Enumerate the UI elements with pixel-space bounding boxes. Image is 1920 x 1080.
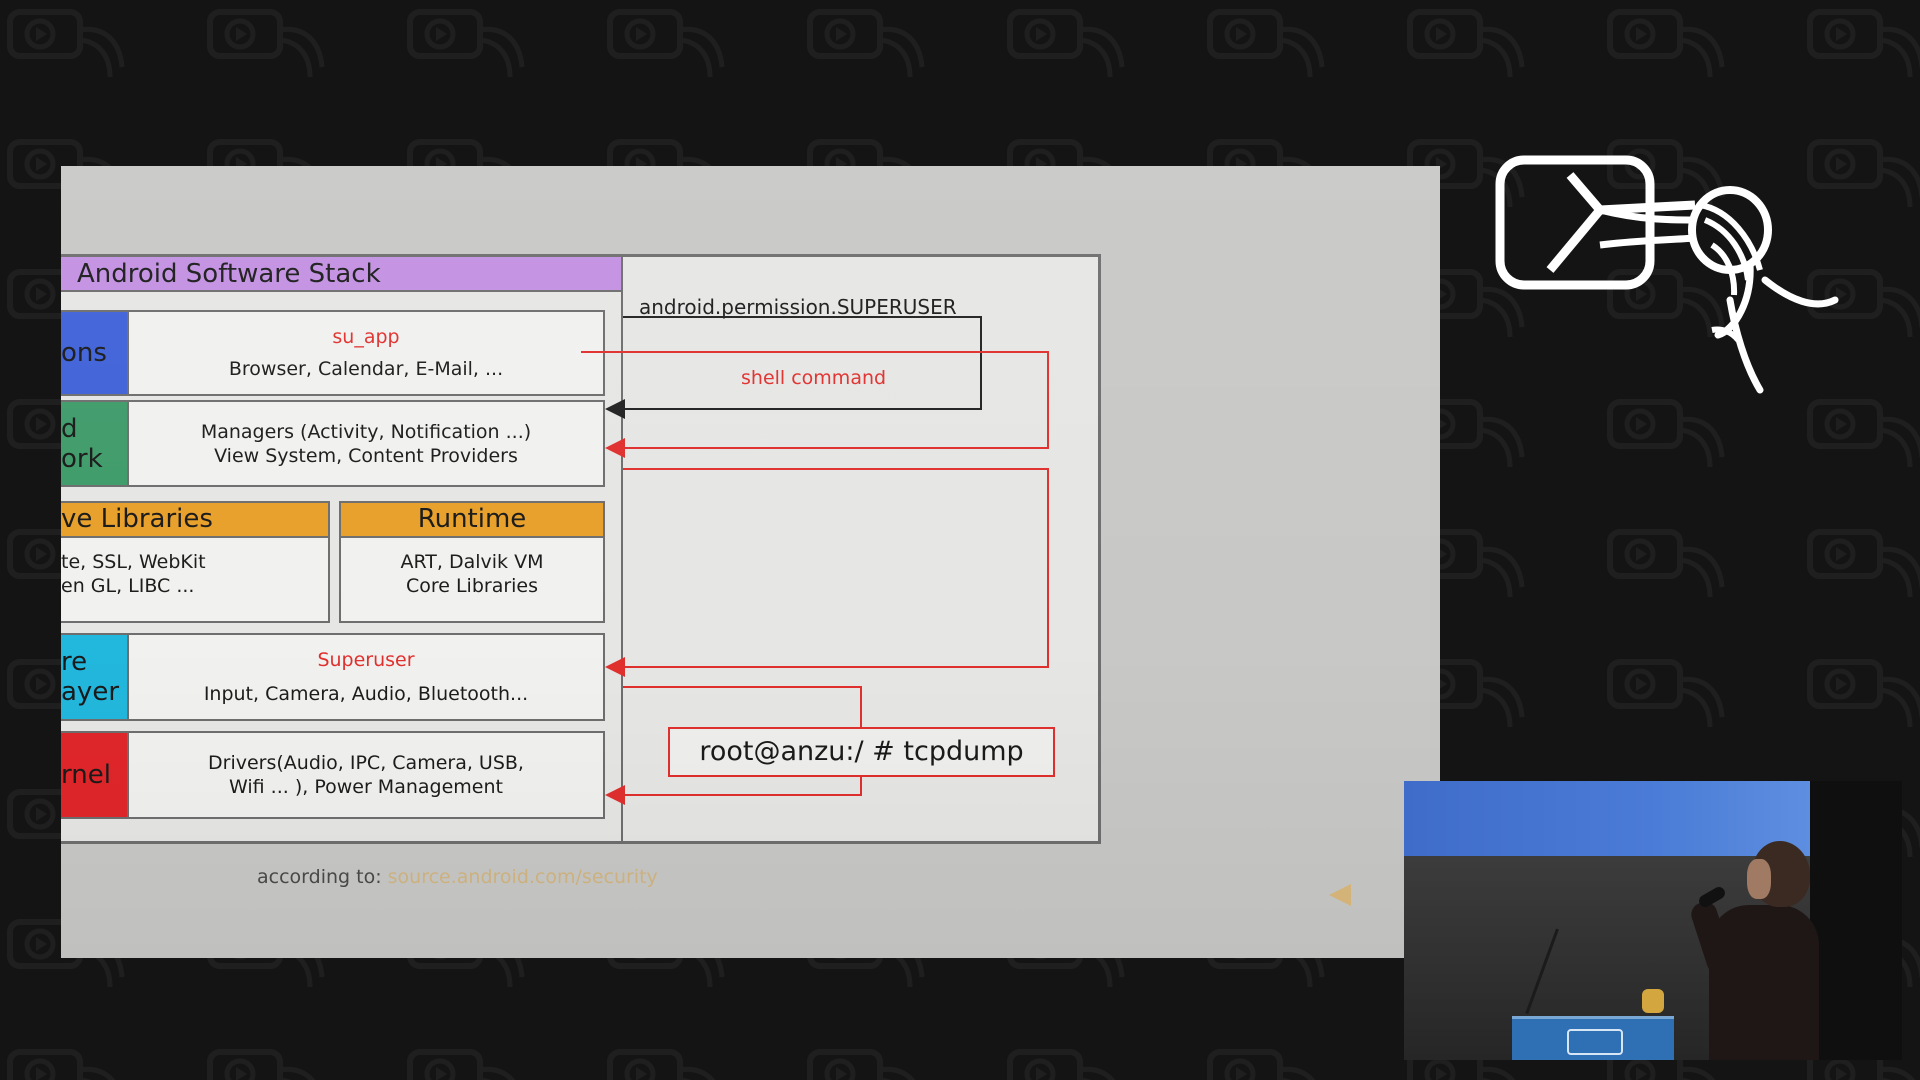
layer-applications: ons su_app Browser, Calendar, E-Mail, ..… <box>61 310 605 396</box>
tcpdump-to-kernel-arrow <box>605 777 862 805</box>
presentation-slide: Android Software Stack android.permissio… <box>61 166 1440 958</box>
native-libraries-body: te, SSL, WebKit en GL, LIBC ... <box>61 538 328 598</box>
runtime-head: Runtime <box>341 503 603 538</box>
su-app-label: su_app <box>332 326 400 348</box>
runtime-line1: ART, Dalvik VM <box>400 551 544 573</box>
permission-arrow <box>605 316 982 419</box>
runtime-line2: Core Libraries <box>405 575 539 597</box>
layer-hal: re ayer Superuser Input, Camera, Audio, … <box>61 633 605 721</box>
layer-kernel: rnel Drivers(Audio, IPC, Camera, USB, Wi… <box>61 731 605 819</box>
pip-dark-area <box>1810 781 1902 1060</box>
layer-framework-name-line1: d <box>61 413 78 444</box>
next-arrow-icon[interactable] <box>1329 884 1351 906</box>
layer-hal-side: re ayer <box>61 635 129 719</box>
pip-projection-screen <box>1404 781 1810 856</box>
applications-text: Browser, Calendar, E-Mail, ... <box>228 358 504 380</box>
diagram-divider <box>621 257 623 841</box>
layer-hal-name-line2: ayer <box>61 677 120 707</box>
layer-hal-body: Superuser Input, Camera, Audio, Bluetoot… <box>129 635 603 719</box>
conference-logo-icon <box>1495 155 1839 394</box>
native-libraries-head: ve Libraries <box>61 503 328 538</box>
according-to-label: according to: <box>257 866 382 888</box>
android-stack-diagram: Android Software Stack android.permissio… <box>61 254 1101 844</box>
kernel-text-line2: Wifi ... ), Power Management <box>229 776 503 798</box>
permission-label: android.permission.SUPERUSER <box>639 295 957 319</box>
runtime-body: ART, Dalvik VM Core Libraries <box>341 538 603 598</box>
layer-applications-body: su_app Browser, Calendar, E-Mail, ... <box>129 312 603 394</box>
source-link[interactable]: source.android.com/security <box>387 866 658 888</box>
podium-logo-icon <box>1567 1029 1623 1055</box>
framework-text-line1: Managers (Activity, Notification ...) <box>200 420 532 443</box>
framework-to-superuser-arrow <box>605 468 1049 677</box>
slide-footer: according to: source.android.com/securit… <box>257 866 658 888</box>
layer-kernel-side: rnel <box>61 733 129 817</box>
stack-title: Android Software Stack <box>61 257 623 292</box>
tcpdump-command-box: root@anzu:/ # tcpdump <box>668 727 1055 777</box>
layer-hal-name-line1: re <box>61 647 88 677</box>
layer-applications-name: ons <box>61 338 107 368</box>
layer-kernel-body: Drivers(Audio, IPC, Camera, USB, Wifi ..… <box>129 733 603 817</box>
layer-framework-side: d ork <box>61 402 129 485</box>
layer-framework-body: Managers (Activity, Notification ...) Vi… <box>129 402 603 485</box>
superuser-to-tcpdump-arrow <box>623 686 862 727</box>
pip-speaker-body <box>1709 905 1819 1060</box>
flow-arrows <box>581 316 1049 805</box>
speaker-video-inset <box>1404 781 1902 1060</box>
layer-framework-name-line2: ork <box>61 443 103 474</box>
native-libraries-line2: en GL, LIBC ... <box>61 575 195 597</box>
superuser-label: Superuser <box>317 649 415 671</box>
layer-framework: d ork Managers (Activity, Notification .… <box>61 400 605 487</box>
layer-kernel-name: rnel <box>61 760 111 790</box>
pip-figurine <box>1642 989 1664 1013</box>
pip-speaker-face <box>1747 859 1771 899</box>
shell-command-arrow <box>581 351 1049 458</box>
hal-text: Input, Camera, Audio, Bluetooth... <box>203 683 529 705</box>
pip-podium <box>1512 1016 1674 1060</box>
shell-command-label: shell command <box>741 367 887 389</box>
framework-text-line2: View System, Content Providers <box>214 444 518 467</box>
kernel-text-line1: Drivers(Audio, IPC, Camera, USB, <box>208 752 524 774</box>
runtime-box: Runtime ART, Dalvik VM Core Libraries <box>339 501 605 623</box>
native-libraries-box: ve Libraries te, SSL, WebKit en GL, LIBC… <box>61 501 330 623</box>
native-libraries-line1: te, SSL, WebKit <box>61 551 206 573</box>
layer-applications-side: ons <box>61 312 129 394</box>
